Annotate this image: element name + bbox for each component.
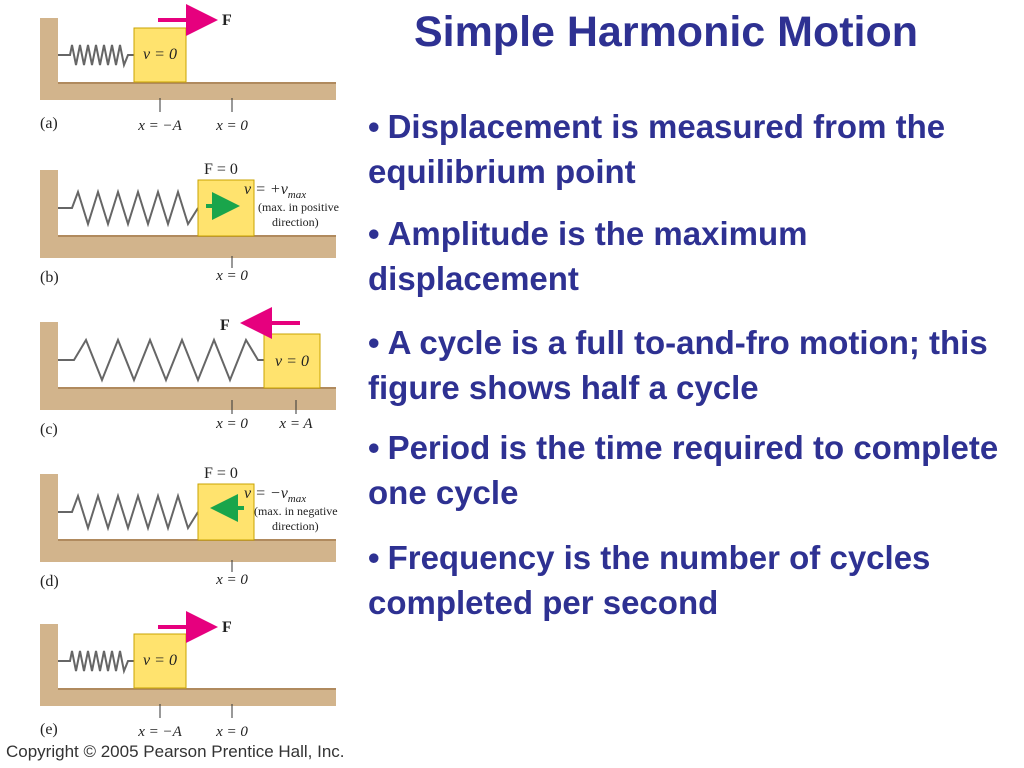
bullet-text: A cycle is a full to-and-fro motion; thi… bbox=[368, 324, 988, 406]
bullet-text: Displacement is measured from the equili… bbox=[368, 108, 946, 190]
bullet-item: •A cycle is a full to-and-fro motion; th… bbox=[368, 320, 1018, 410]
bullet-list: •Displacement is measured from the equil… bbox=[368, 104, 1018, 642]
force-label: F = 0 bbox=[204, 161, 238, 178]
bullet-item: •Amplitude is the maximum displacement bbox=[368, 211, 1018, 301]
position-label: x = 0 bbox=[215, 118, 248, 134]
panel-c: v = 0 F (c) x = 0 x = A bbox=[40, 307, 336, 438]
bullet-item: •Displacement is measured from the equil… bbox=[368, 104, 1018, 194]
velocity-label: v = −vmax bbox=[244, 485, 306, 505]
space bbox=[58, 474, 336, 540]
block bbox=[133, 27, 187, 83]
panel-label: (d) bbox=[40, 573, 59, 590]
bullet-dot: • bbox=[368, 108, 380, 145]
force-label: F bbox=[222, 12, 232, 29]
note-line: direction) bbox=[272, 519, 319, 533]
block bbox=[263, 333, 321, 389]
bullet-text: Amplitude is the maximum displacement bbox=[368, 215, 808, 297]
space bbox=[58, 170, 336, 236]
position-label: x = −A bbox=[137, 118, 182, 134]
velocity-label: v = +vmax bbox=[244, 181, 306, 201]
position-label: x = −A bbox=[137, 724, 182, 740]
block bbox=[133, 633, 187, 689]
force-label: F bbox=[222, 619, 232, 636]
bullet-text: Period is the time required to complete … bbox=[368, 429, 999, 511]
panel-label: (a) bbox=[40, 115, 58, 132]
position-label: x = 0 bbox=[215, 724, 248, 740]
note-line: (max. in positive bbox=[258, 200, 339, 214]
bullet-item: •Period is the time required to complete… bbox=[368, 425, 1018, 515]
bullet-dot: • bbox=[368, 539, 380, 576]
panel-a: v = 0 F (a) x = −A x = 0 bbox=[40, 4, 336, 134]
note-line: (max. in negative bbox=[254, 504, 338, 518]
panel-label: (e) bbox=[40, 721, 58, 738]
shm-figure: v = 0 F (a) x = −A x = 0 F = 0 v = +vmax… bbox=[40, 4, 339, 740]
copyright-text: Copyright © 2005 Pearson Prentice Hall, … bbox=[6, 742, 345, 761]
note-line: direction) bbox=[272, 215, 319, 229]
force-label: F = 0 bbox=[204, 465, 238, 482]
panel-label: (c) bbox=[40, 421, 58, 438]
position-label: x = 0 bbox=[215, 572, 248, 588]
bullet-item: •Frequency is the number of cycles compl… bbox=[368, 535, 1018, 625]
block-label: v = 0 bbox=[143, 652, 177, 669]
panel-b: F = 0 v = +vmax (max. in positive direct… bbox=[40, 161, 339, 286]
space bbox=[58, 18, 336, 83]
spring bbox=[58, 337, 264, 383]
block-label: v = 0 bbox=[275, 353, 309, 370]
spring bbox=[58, 44, 134, 69]
spring bbox=[58, 188, 199, 228]
spring bbox=[58, 492, 199, 532]
panel-d: F = 0 v = −vmax (max. in negative direct… bbox=[40, 465, 338, 590]
panel-label: (b) bbox=[40, 269, 59, 286]
position-label: x = A bbox=[278, 416, 313, 432]
bullet-dot: • bbox=[368, 215, 380, 252]
bullet-text: Frequency is the number of cycles comple… bbox=[368, 539, 931, 621]
position-label: x = 0 bbox=[215, 268, 248, 284]
spring bbox=[58, 650, 134, 675]
bullet-dot: • bbox=[368, 429, 380, 466]
panel-e: v = 0 F (e) x = −A x = 0 bbox=[40, 611, 336, 740]
force-label: F bbox=[220, 317, 230, 334]
position-label: x = 0 bbox=[215, 416, 248, 432]
slide-title: Simple Harmonic Motion bbox=[413, 8, 919, 56]
space bbox=[58, 624, 336, 689]
bullet-dot: • bbox=[368, 324, 380, 361]
block-label: v = 0 bbox=[143, 46, 177, 63]
